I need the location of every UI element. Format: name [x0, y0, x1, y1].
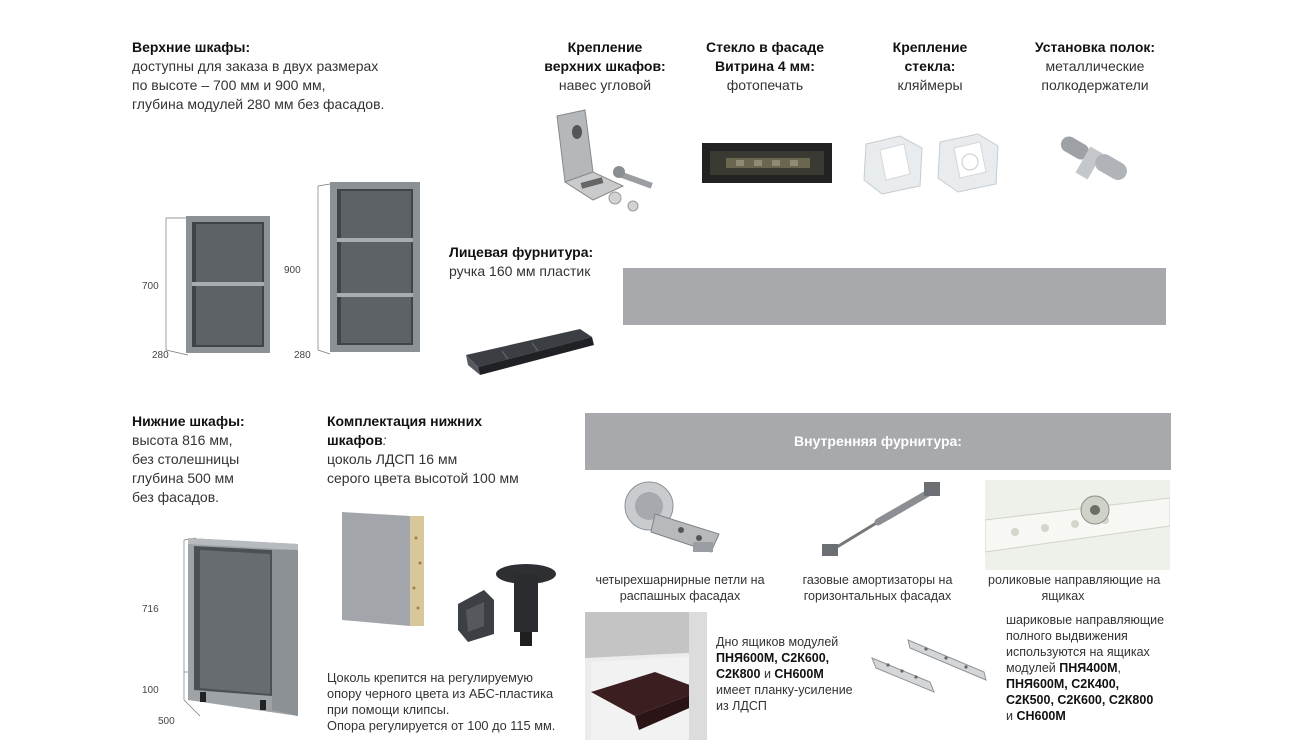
plinth-sample-image [342, 512, 424, 626]
gas-strut-image [822, 482, 940, 556]
glass-mount-text: кляймеры [897, 77, 963, 93]
plinth-note: Цоколь крепится на регулируемую опору че… [327, 670, 577, 734]
ball-slides-line-2: полного выдвижения [1006, 629, 1128, 643]
front-hardware-text: ручка 160 мм пластик [449, 263, 591, 279]
upper-cabinets-block: Верхние шкафы: доступны для заказа в дву… [132, 38, 432, 114]
glass-photoprint-image [702, 143, 832, 183]
ball-slides-line-7a: и [1006, 709, 1017, 723]
dim-700-label: 700 [142, 281, 159, 292]
glass-block: Стекло в фасаде Витрина 4 мм: фотопечать [690, 38, 840, 95]
lower-kit-title-2: шкафов [327, 432, 383, 448]
upper-cabinet-900-image [317, 182, 420, 355]
plinth-note-4: Опора регулируется от 100 до 115 мм. [327, 718, 556, 733]
rollers-caption: роликовые направляющие на ящиках [988, 572, 1173, 604]
roller-guide-image [985, 480, 1170, 570]
shelf-support-title: Установка полок: [1034, 39, 1156, 55]
hinge-image [624, 481, 720, 553]
mount-title-2: верхних шкафов: [544, 58, 666, 74]
mount-block: Крепление верхних шкафов: навес угловой [520, 38, 690, 95]
front-color-swatch [623, 268, 1166, 325]
ball-slides-line-3: используются на ящиках [1006, 645, 1150, 659]
handle-160-image [466, 329, 594, 375]
mount-title-1: Крепление [567, 39, 643, 55]
shelf-pin-image [1060, 136, 1127, 180]
glass-text: фотопечать [726, 77, 804, 93]
gas-caption: газовые амортизаторы на горизонтальных ф… [785, 572, 970, 604]
dim-900-label: 900 [284, 265, 301, 276]
upper-cabinet-700-image [165, 216, 270, 356]
inner-hardware-banner: Внутренняя фурнитура: [585, 413, 1171, 470]
drawer-bottom-line-5: из ЛДСП [716, 699, 767, 713]
dim-716-label: 716 [142, 604, 159, 615]
ball-slides-text: шариковые направляющие полного выдвижени… [1006, 612, 1176, 724]
dim-500-label: 500 [158, 716, 175, 727]
front-hardware-block: Лицевая фурнитура: ручка 160 мм пластик [449, 243, 629, 281]
drawer-bottom-line-4: имеет планку-усиление [716, 683, 853, 697]
lower-kit-line-2: серого цвета высотой 100 мм [327, 470, 519, 486]
dim-280-label-a: 280 [152, 350, 169, 361]
plinth-note-2: опору черного цвета из АБС-пластика [327, 686, 554, 701]
glass-title-1: Стекло в фасаде [705, 39, 825, 55]
lower-cabinets-line-2: без столешницы [132, 451, 240, 467]
glass-title-2: Витрина 4 мм: [715, 58, 815, 74]
hinges-caption: четырехшарнирные петли на распашных фаса… [585, 572, 775, 604]
glass-mount-title-1: Крепление [892, 39, 968, 55]
ball-slides-line-7b: СН600М [1016, 709, 1066, 723]
plinth-leg-image [458, 564, 556, 646]
rollers-caption-2: ящиках [1041, 589, 1085, 603]
ball-slides-line-4b: ПНЯ400М [1059, 661, 1118, 675]
upper-cabinets-line-2: по высоте – 700 мм и 900 мм, [132, 77, 326, 93]
gas-caption-2: горизонтальных фасадах [803, 589, 952, 603]
plinth-note-3: при помощи клипсы. [327, 702, 450, 717]
glass-mount-title-2: стекла: [904, 58, 956, 74]
hinges-caption-1: четырехшарнирные петли на [595, 573, 765, 587]
lower-kit-colon: : [382, 432, 387, 448]
plinth-note-1: Цоколь крепится на регулируемую [327, 670, 534, 685]
upper-cabinets-line-1: доступны для заказа в двух размерах [132, 58, 379, 74]
lower-cabinets-line-1: высота 816 мм, [132, 432, 233, 448]
lower-cabinets-title: Нижние шкафы: [132, 413, 245, 429]
drawer-bottom-image [585, 612, 707, 740]
glass-mount-block: Крепление стекла: кляймеры [860, 38, 1000, 95]
shelf-support-block: Установка полок: металлические полкодерж… [1015, 38, 1175, 95]
drawer-bottom-line-3a: С2К800 [716, 667, 761, 681]
ball-slides-line-5: ПНЯ600М, С2К400, [1006, 677, 1120, 691]
drawer-bottom-line-2: ПНЯ600М, С2К600, [716, 651, 830, 665]
drawer-bottom-line-3c: СН600М [774, 667, 824, 681]
lower-kit-line-1: цоколь ЛДСП 16 мм [327, 451, 458, 467]
dim-100-label: 100 [142, 685, 159, 696]
drawer-bottom-line-1: Дно ящиков модулей [716, 635, 839, 649]
ball-slides-line-1: шариковые направляющие [1006, 613, 1165, 627]
lower-cabinets-line-4: без фасадов. [132, 489, 220, 505]
ball-slides-image [871, 639, 987, 693]
ball-slides-line-6: С2К500, С2К600, С2К800 [1006, 693, 1154, 707]
glass-clamps-image [863, 133, 999, 195]
shelf-support-text-2: полкодержатели [1041, 77, 1149, 93]
lower-cabinets-block: Нижние шкафы: высота 816 мм, без столешн… [132, 412, 302, 507]
drawer-bottom-line-3b: и [760, 667, 775, 681]
rollers-caption-1: роликовые направляющие на [988, 573, 1161, 587]
lower-kit-block: Комплектация нижних шкафов: цоколь ЛДСП … [327, 412, 572, 488]
ball-slides-line-4a: модулей [1006, 661, 1060, 675]
inner-hardware-title: Внутренняя фурнитура: [794, 433, 962, 449]
gas-caption-1: газовые амортизаторы на [802, 573, 953, 587]
dim-280-label-b: 280 [294, 350, 311, 361]
mount-text: навес угловой [558, 77, 652, 93]
lower-kit-title-1: Комплектация нижних [327, 413, 482, 429]
drawer-bottom-text: Дно ящиков модулей ПНЯ600М, С2К600, С2К8… [716, 634, 866, 714]
front-hardware-title: Лицевая фурнитура: [449, 244, 594, 260]
corner-bracket-image [556, 109, 653, 212]
hinges-caption-2: распашных фасадах [619, 589, 741, 603]
upper-cabinets-line-3: глубина модулей 280 мм без фасадов. [132, 96, 385, 112]
upper-cabinets-title: Верхние шкафы: [132, 39, 251, 55]
lower-cabinet-image [183, 537, 298, 717]
lower-cabinets-line-3: глубина 500 мм [132, 470, 234, 486]
shelf-support-text-1: металлические [1045, 58, 1145, 74]
